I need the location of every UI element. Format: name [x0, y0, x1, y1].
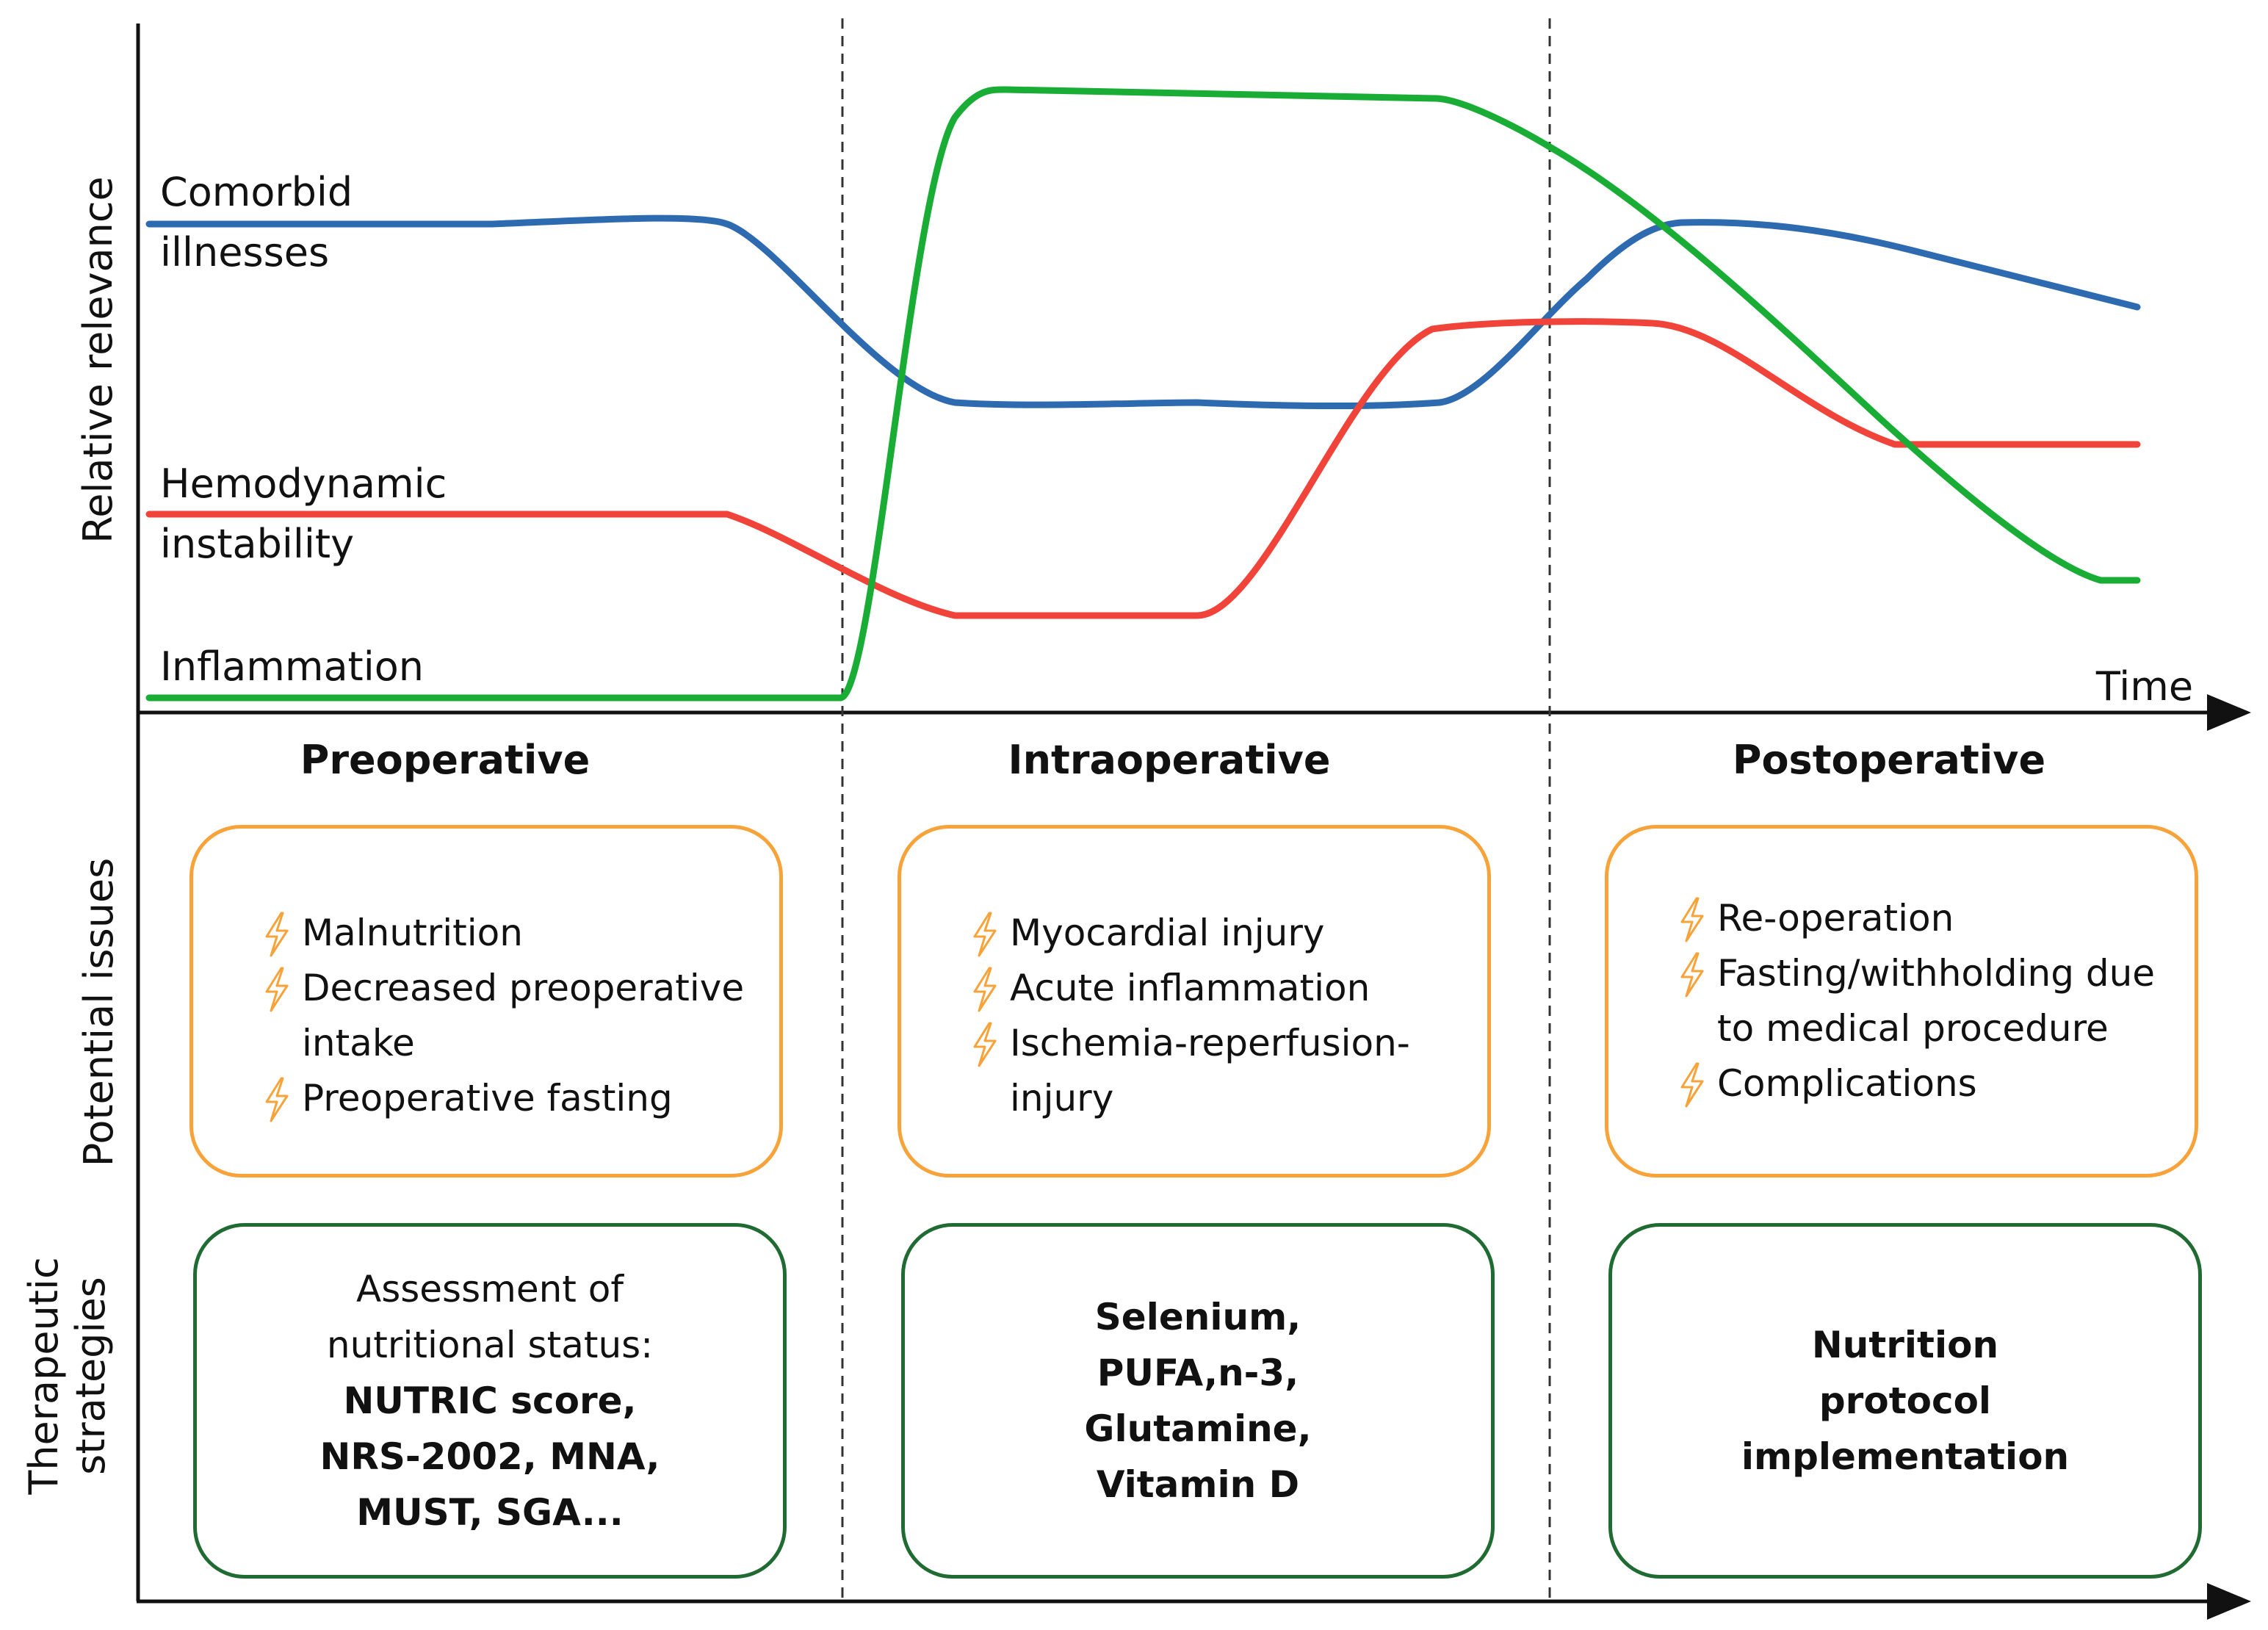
issue-text: Complications [1717, 1062, 1977, 1105]
series-label-inflammation: Inflammation [160, 643, 424, 690]
strategy-line: Assessment of [355, 1268, 624, 1310]
lightning-bolt-icon [265, 912, 289, 957]
issue-item: Re-operation [1667, 891, 2173, 946]
issue-text: Fasting/withholding due to medical proce… [1717, 952, 2156, 1050]
issues-box-postoperative: Re-operation Fasting/withholding due to … [1605, 825, 2198, 1178]
row-label-potential-issues: Potential issues [76, 857, 122, 1167]
strategy-line: NRS-2002, MNA, [319, 1435, 660, 1478]
strategy-line: nutritional status: [326, 1324, 654, 1366]
strategies-box-intraoperative: Selenium, PUFA,n-3, Glutamine, Vitamin D [901, 1223, 1495, 1579]
phase-title-intraoperative: Intraoperative [1008, 737, 1331, 783]
strategies-box-postoperative: Nutrition protocol implementation [1608, 1223, 2202, 1579]
y-axis-label: Relative relevance [75, 176, 121, 544]
issue-text: Preoperative fasting [302, 1077, 673, 1119]
strategy-line: NUTRIC score, [343, 1380, 637, 1422]
issue-text: Ischemia-reperfusion-injury [1010, 1022, 1410, 1119]
strategy-line: PUFA,n-3, [1097, 1352, 1299, 1394]
lightning-bolt-icon [973, 912, 997, 957]
issue-item: Complications [1667, 1056, 2173, 1111]
lightning-bolt-icon [265, 967, 289, 1012]
phase-title-postoperative: Postoperative [1732, 737, 2046, 783]
issue-item: Myocardial injury [960, 906, 1465, 961]
strategy-text: Nutrition protocol implementation [1741, 1317, 2069, 1485]
series-label-comorbid: Comorbid illnesses [160, 169, 365, 275]
lightning-bolt-icon [265, 1077, 289, 1122]
lightning-bolt-icon [973, 967, 997, 1012]
series-label-hemodynamic: Hemodynamic instability [160, 461, 460, 567]
strategy-line: implementation [1741, 1435, 2070, 1478]
row-label-line: strategies [68, 1277, 114, 1475]
strategies-box-preoperative: Assessment of nutritional status: NUTRIC… [193, 1223, 787, 1579]
row-label-therapeutic-strategies: Therapeutic strategies [21, 1257, 115, 1494]
strategy-text: Assessment of nutritional status: NUTRIC… [320, 1261, 660, 1540]
issue-text: Acute inflammation [1010, 967, 1370, 1009]
issue-item: Acute inflammation [960, 961, 1465, 1016]
lightning-bolt-icon [1680, 897, 1704, 942]
lightning-bolt-icon [1680, 1062, 1704, 1108]
strategy-line: Glutamine, [1084, 1407, 1312, 1450]
strategy-line: MUST, SGA... [356, 1491, 624, 1534]
series-line-hemodynamic [145, 318, 2141, 619]
issue-text: Re-operation [1717, 897, 1954, 940]
strategy-line: Vitamin D [1096, 1463, 1300, 1506]
issue-list: Malnutrition Decreased preoperative inta… [252, 858, 757, 1174]
issue-item: Fasting/withholding due to medical proce… [1667, 946, 2173, 1056]
issue-text: Myocardial injury [1010, 912, 1325, 954]
issue-list: Myocardial injury Acute inflammation Isc… [960, 858, 1465, 1174]
strategy-line: protocol [1819, 1380, 1992, 1422]
lightning-bolt-icon [1680, 952, 1704, 998]
strategy-text: Selenium, PUFA,n-3, Glutamine, Vitamin D [1084, 1289, 1311, 1512]
issue-item: Preoperative fasting [252, 1071, 757, 1126]
issue-list: Re-operation Fasting/withholding due to … [1667, 829, 2173, 1174]
strategy-line: Selenium, [1094, 1296, 1301, 1338]
series-line-comorbid [145, 214, 2141, 410]
phase-title-preoperative: Preoperative [300, 737, 591, 783]
lightning-bolt-icon [973, 1022, 997, 1067]
series-line-inflammation [145, 86, 2141, 702]
issues-box-preoperative: Malnutrition Decreased preoperative inta… [189, 825, 783, 1178]
issue-text: Malnutrition [302, 912, 523, 954]
issues-box-intraoperative: Myocardial injury Acute inflammation Isc… [898, 825, 1491, 1178]
row-label-line: Therapeutic [21, 1257, 67, 1495]
issue-item: Ischemia-reperfusion-injury [960, 1016, 1465, 1126]
issue-text: Decreased preoperative intake [302, 967, 745, 1064]
strategy-line: Nutrition [1811, 1324, 1999, 1366]
issue-item: Decreased preoperative intake [252, 961, 757, 1071]
issue-item: Malnutrition [252, 906, 757, 961]
x-axis-label: Time [2095, 663, 2193, 710]
